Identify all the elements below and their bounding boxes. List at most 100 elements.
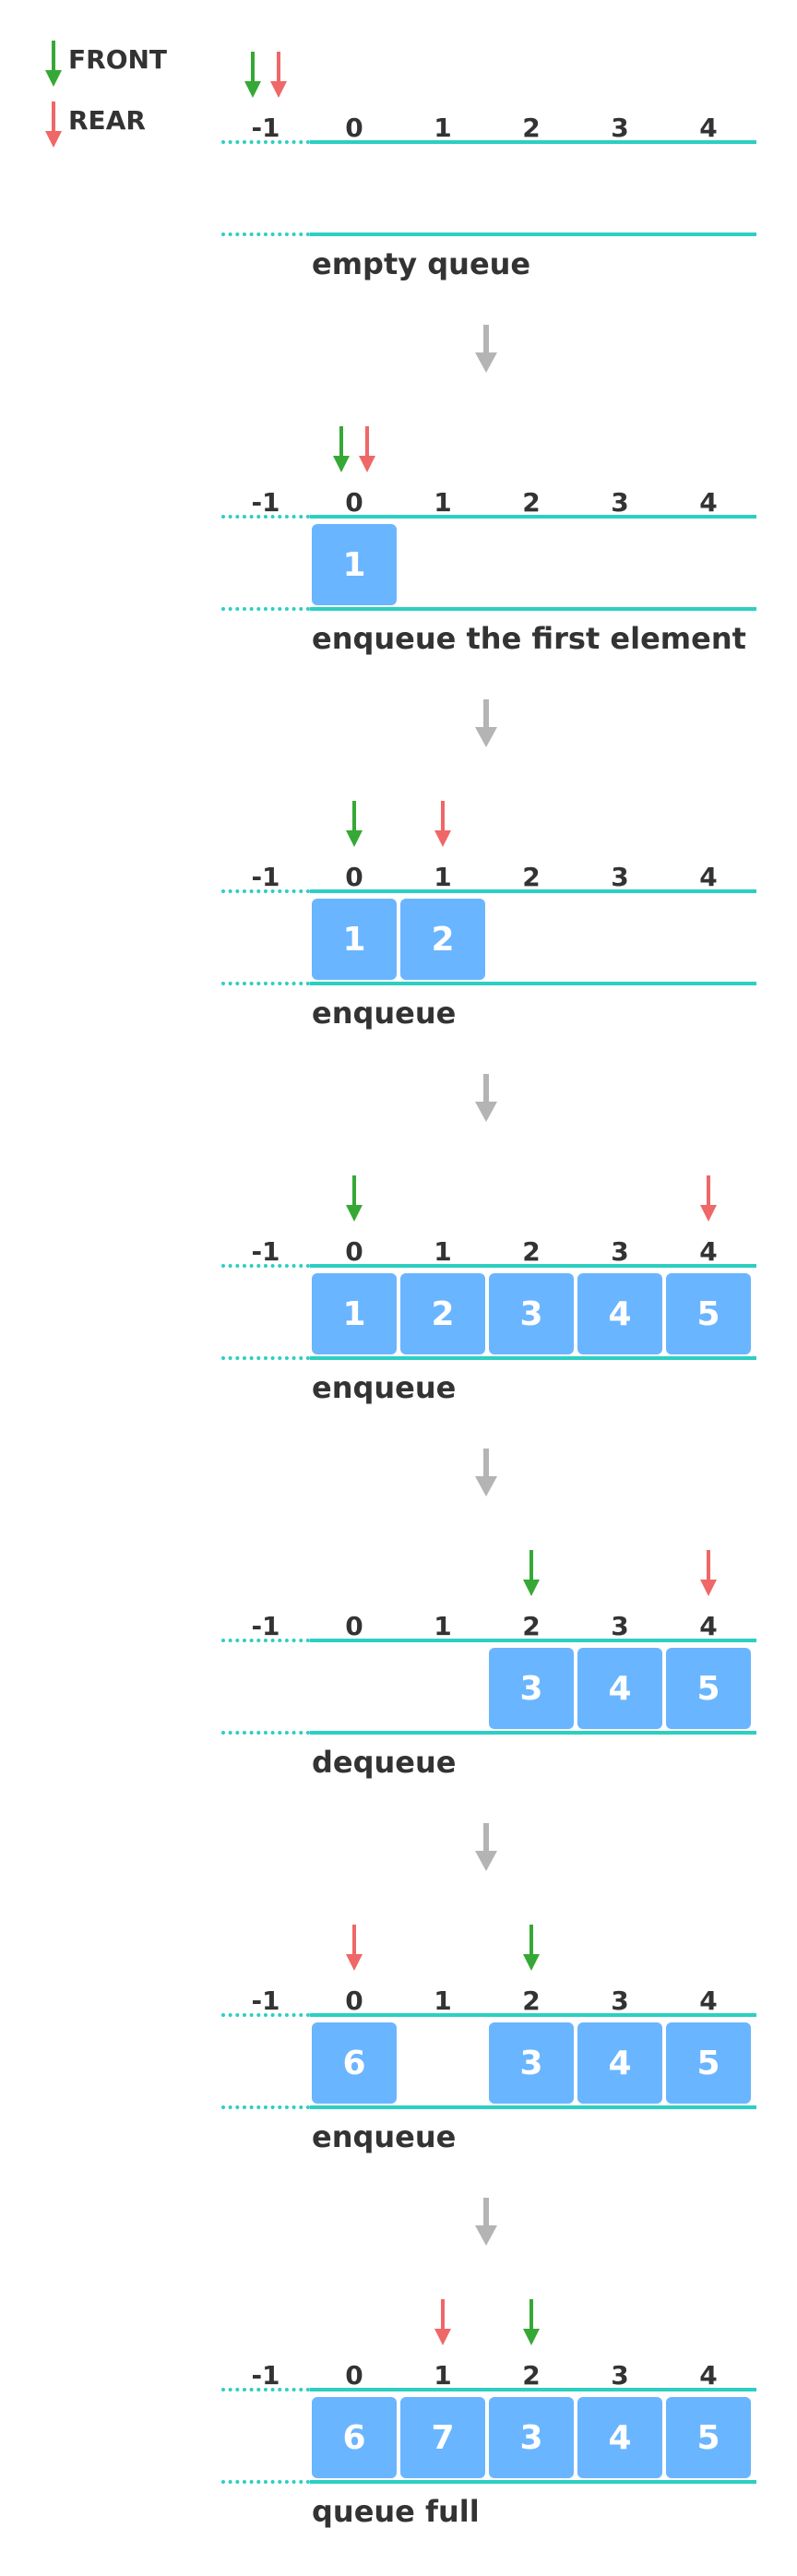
rear-pointer-icon xyxy=(270,52,287,98)
queue-boundary-line xyxy=(310,140,756,144)
index-label: 2 xyxy=(522,1236,541,1267)
index-label: 4 xyxy=(699,1611,718,1641)
queue-cell: 2 xyxy=(400,1273,485,1354)
legend-rear-label: REAR xyxy=(68,105,146,136)
index-label: 4 xyxy=(699,1236,718,1267)
queue-cell: 5 xyxy=(666,2397,751,2478)
stage-caption: queue full xyxy=(312,2494,480,2529)
index-label: 1 xyxy=(434,862,452,892)
index-label: -1 xyxy=(251,862,280,892)
queue-boundary-dotted xyxy=(221,889,310,893)
front-pointer-icon xyxy=(244,52,261,98)
index-label: 3 xyxy=(611,1236,629,1267)
queue-boundary-dotted xyxy=(221,1356,310,1360)
index-label: 0 xyxy=(345,1611,363,1641)
index-label: -1 xyxy=(251,2360,280,2391)
queue-cell: 4 xyxy=(577,1273,662,1354)
front-pointer-icon xyxy=(523,1925,540,1971)
index-label: 3 xyxy=(611,1611,629,1641)
index-label: -1 xyxy=(251,113,280,143)
step-down-arrow-icon xyxy=(475,1074,497,1122)
rear-pointer-icon xyxy=(700,1175,717,1222)
queue-cell: 1 xyxy=(312,1273,397,1354)
stage-caption: dequeue xyxy=(312,1745,457,1780)
queue-boundary-line xyxy=(310,2480,756,2484)
queue-boundary-dotted xyxy=(221,233,310,236)
queue-boundary-line xyxy=(310,2388,756,2391)
index-label: 2 xyxy=(522,1611,541,1641)
queue-cell: 4 xyxy=(577,1648,662,1729)
queue-cell: 1 xyxy=(312,524,397,605)
queue-cell: 5 xyxy=(666,1273,751,1354)
queue-boundary-dotted xyxy=(221,2013,310,2017)
index-label: 2 xyxy=(522,862,541,892)
front-arrow-icon xyxy=(45,41,62,87)
step-down-arrow-icon xyxy=(475,325,497,373)
queue-boundary-dotted xyxy=(221,2480,310,2484)
index-label: 0 xyxy=(345,862,363,892)
queue-boundary-line xyxy=(310,1264,756,1268)
queue-boundary-line xyxy=(310,982,756,985)
rear-pointer-icon xyxy=(346,1925,363,1971)
index-label: 4 xyxy=(699,1986,718,2016)
queue-boundary-line xyxy=(310,1731,756,1735)
queue-cell: 1 xyxy=(312,899,397,980)
step-down-arrow-icon xyxy=(475,2198,497,2246)
index-label: 0 xyxy=(345,1236,363,1267)
rear-pointer-icon xyxy=(434,2299,451,2345)
stage-caption: enqueue xyxy=(312,2119,457,2154)
queue-cell: 2 xyxy=(400,899,485,980)
queue-cell: 6 xyxy=(312,2022,397,2104)
queue-boundary-dotted xyxy=(221,1731,310,1735)
index-label: 3 xyxy=(611,862,629,892)
queue-cell: 3 xyxy=(489,1273,574,1354)
front-pointer-icon xyxy=(523,1550,540,1596)
queue-boundary-dotted xyxy=(221,2105,310,2109)
step-down-arrow-icon xyxy=(475,699,497,747)
front-pointer-icon xyxy=(346,1175,363,1222)
step-down-arrow-icon xyxy=(475,1823,497,1871)
index-label: 4 xyxy=(699,2360,718,2391)
queue-cell: 4 xyxy=(577,2397,662,2478)
front-pointer-icon xyxy=(346,801,363,847)
index-label: -1 xyxy=(251,487,280,518)
index-label: 3 xyxy=(611,1986,629,2016)
queue-cell: 5 xyxy=(666,2022,751,2104)
queue-boundary-dotted xyxy=(221,1264,310,1268)
queue-cell: 3 xyxy=(489,2022,574,2104)
index-label: 4 xyxy=(699,487,718,518)
index-label: 2 xyxy=(522,1986,541,2016)
index-label: 1 xyxy=(434,487,452,518)
queue-cell: 6 xyxy=(312,2397,397,2478)
index-label: 0 xyxy=(345,113,363,143)
queue-cell: 4 xyxy=(577,2022,662,2104)
stage-caption: enqueue the first element xyxy=(312,621,746,656)
queue-cell: 7 xyxy=(400,2397,485,2478)
rear-pointer-icon xyxy=(359,426,375,472)
step-down-arrow-icon xyxy=(475,1449,497,1497)
queue-boundary-dotted xyxy=(221,1639,310,1642)
index-label: 0 xyxy=(345,1986,363,2016)
queue-boundary-line xyxy=(310,2105,756,2109)
queue-boundary-line xyxy=(310,515,756,519)
queue-cell: 5 xyxy=(666,1648,751,1729)
index-label: 1 xyxy=(434,2360,452,2391)
rear-arrow-icon xyxy=(45,101,62,148)
index-label: 1 xyxy=(434,1611,452,1641)
rear-pointer-icon xyxy=(434,801,451,847)
rear-pointer-icon xyxy=(700,1550,717,1596)
index-label: 2 xyxy=(522,113,541,143)
index-label: 1 xyxy=(434,1986,452,2016)
queue-boundary-line xyxy=(310,2013,756,2017)
index-label: -1 xyxy=(251,1986,280,2016)
queue-cell: 3 xyxy=(489,1648,574,1729)
index-label: 3 xyxy=(611,2360,629,2391)
queue-boundary-dotted xyxy=(221,982,310,985)
